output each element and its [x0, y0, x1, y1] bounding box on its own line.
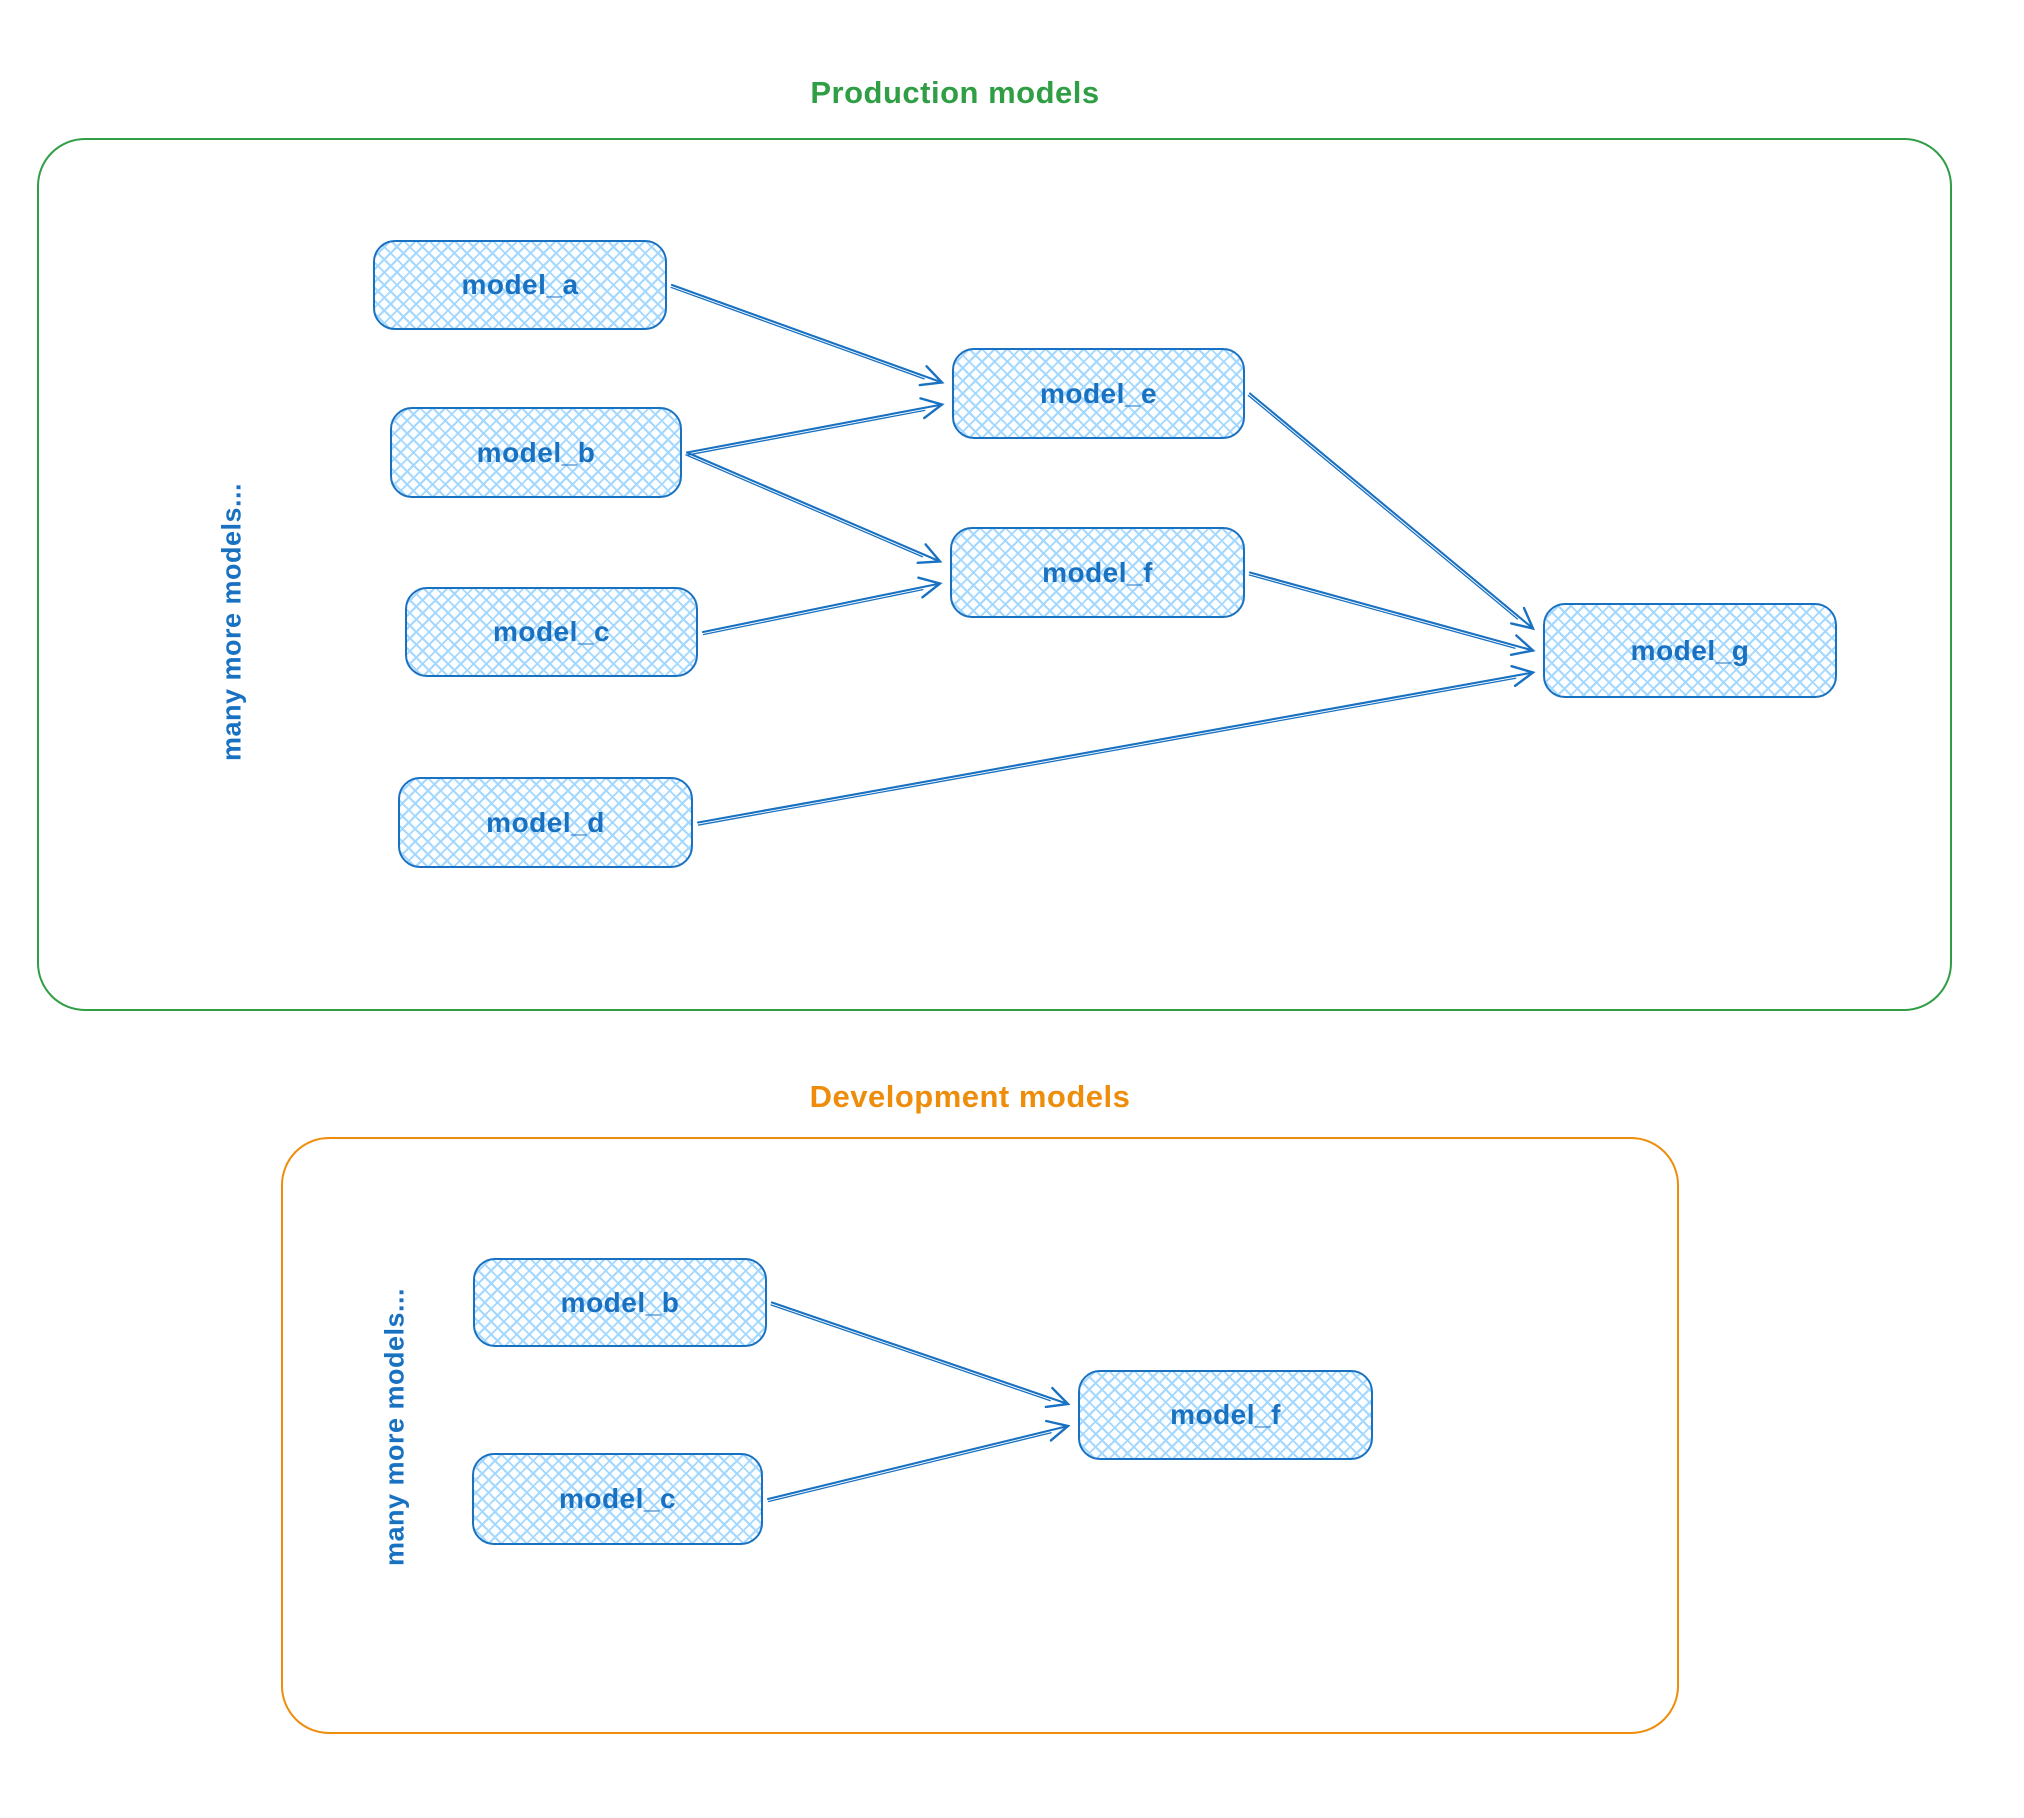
node-label: model_c — [492, 616, 611, 647]
node-model-c-development: model_c — [472, 1453, 763, 1545]
node-label: model_b — [476, 436, 596, 468]
node-model-f-production: model_f — [950, 527, 1245, 618]
node-model-c-production: model_c — [405, 587, 698, 677]
node-label: model_a — [461, 269, 579, 300]
development-section-title: Development models — [809, 1079, 1131, 1114]
node-model-a-production: model_a — [373, 240, 667, 330]
node-model-g-production: model_g — [1543, 603, 1837, 698]
production-section-box — [37, 138, 1952, 1011]
node-model-f-development: model_f — [1078, 1370, 1373, 1460]
node-model-e-production: model_e — [952, 348, 1245, 439]
node-label: model_c — [558, 1483, 677, 1514]
node-label: model_e — [1039, 377, 1158, 409]
production-side-label: many more models... — [216, 482, 247, 762]
production-section-title: Production models — [810, 75, 1100, 110]
development-section-box — [281, 1137, 1679, 1734]
node-label: model_f — [1170, 1399, 1281, 1430]
development-side-label: many more models... — [379, 1287, 410, 1567]
node-model-d-production: model_d — [398, 777, 693, 868]
node-label: model_g — [1630, 634, 1750, 666]
node-model-b-production: model_b — [390, 407, 682, 498]
node-label: model_d — [486, 806, 605, 838]
node-label: model_f — [1042, 556, 1153, 588]
node-label: model_b — [560, 1286, 680, 1318]
node-model-b-development: model_b — [473, 1258, 767, 1347]
